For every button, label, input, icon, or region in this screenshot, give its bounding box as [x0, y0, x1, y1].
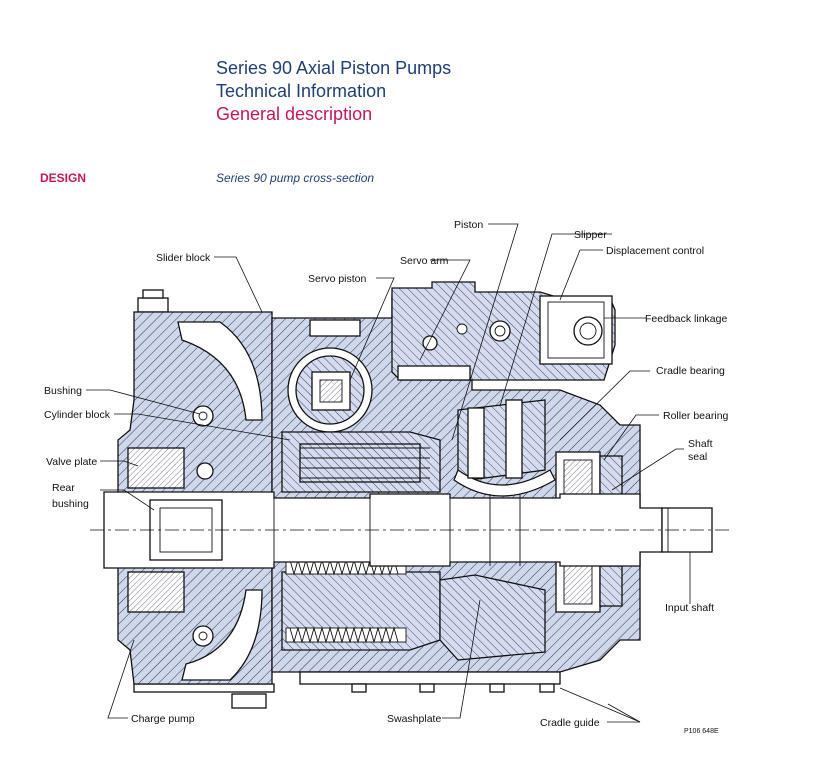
shaft-seal: [599, 455, 623, 497]
label-feedback-linkage: Feedback linkage: [645, 313, 727, 325]
slider-block-slot-bottom: [181, 589, 263, 681]
cradle-guide: [299, 671, 561, 685]
bottom-bolt: [133, 683, 275, 709]
label-slider-block: Slider block: [156, 252, 211, 264]
label-cylinder-block: Cylinder block: [44, 409, 111, 421]
label-rear-bushing-line2: bushing: [52, 498, 89, 510]
label-cradle-guide: Cradle guide: [540, 717, 600, 729]
section-label: DESIGN: [40, 171, 87, 185]
label-input-shaft: Input shaft: [665, 602, 714, 614]
top-bolt: [137, 289, 169, 313]
label-shaft-seal-line1: Shaft: [688, 438, 713, 450]
label-cradle-bearing: Cradle bearing: [656, 365, 725, 377]
label-swashplate: Swashplate: [387, 713, 441, 725]
piston: [299, 443, 421, 483]
label-roller-bearing: Roller bearing: [663, 410, 729, 422]
figure-reference: P106 648E: [684, 728, 719, 735]
slider-block-slot-top: [177, 321, 263, 421]
label-shaft-seal-line2: seal: [688, 451, 707, 463]
servo-piston-cap: [309, 319, 361, 337]
label-slipper: Slipper: [574, 229, 607, 241]
label-valve-plate: Valve plate: [46, 456, 97, 468]
label-bushing: Bushing: [44, 385, 82, 397]
label-rear-bushing-line1: Rear: [52, 482, 75, 494]
cylinder-block: [281, 431, 441, 493]
label-displacement-control: Displacement control: [606, 245, 704, 257]
title-line-2: Technical Information: [216, 81, 387, 101]
valve-plate: [127, 447, 185, 489]
title-line-1: Series 90 Axial Piston Pumps: [216, 58, 452, 78]
leader-lines: [86, 223, 691, 723]
figure-caption: Series 90 pump cross-section: [216, 171, 375, 185]
label-servo-piston: Servo piston: [308, 273, 367, 285]
swashplate: [439, 574, 546, 661]
title-line-3: General description: [216, 104, 373, 124]
slipper: [467, 407, 485, 479]
label-piston: Piston: [454, 219, 483, 231]
label-servo-arm: Servo arm: [400, 255, 449, 267]
cradle-bearing: [453, 468, 556, 497]
label-charge-pump: Charge pump: [131, 713, 195, 725]
